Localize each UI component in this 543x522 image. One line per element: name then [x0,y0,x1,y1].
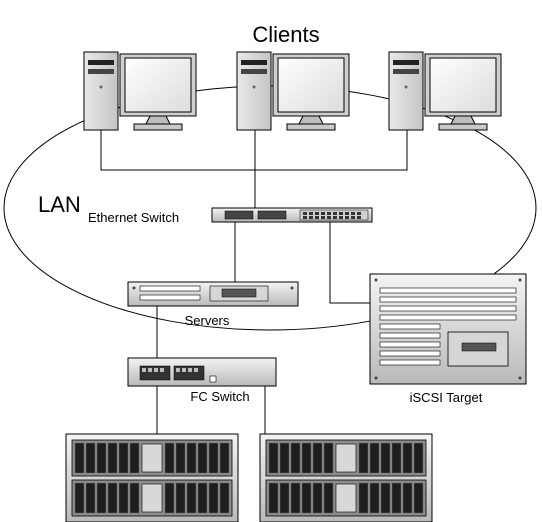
ethernet-switch-label: Ethernet Switch [88,210,179,225]
fc-switch [127,357,277,387]
iscsi-target-label: iSCSI Target [410,390,483,405]
connection-lines [100,130,408,438]
disk-array [259,433,433,522]
disk-array [65,433,239,522]
ethernet-switch [211,207,373,223]
client-workstation [388,51,502,131]
servers-label: Servers [185,313,230,328]
client-workstation [236,51,350,131]
clients-label: Clients [252,22,319,47]
fc-switch-label: FC Switch [190,389,249,404]
lan-label: LAN [38,192,81,217]
client-workstation [83,51,197,131]
server [127,281,299,307]
iscsi-target [369,273,527,385]
